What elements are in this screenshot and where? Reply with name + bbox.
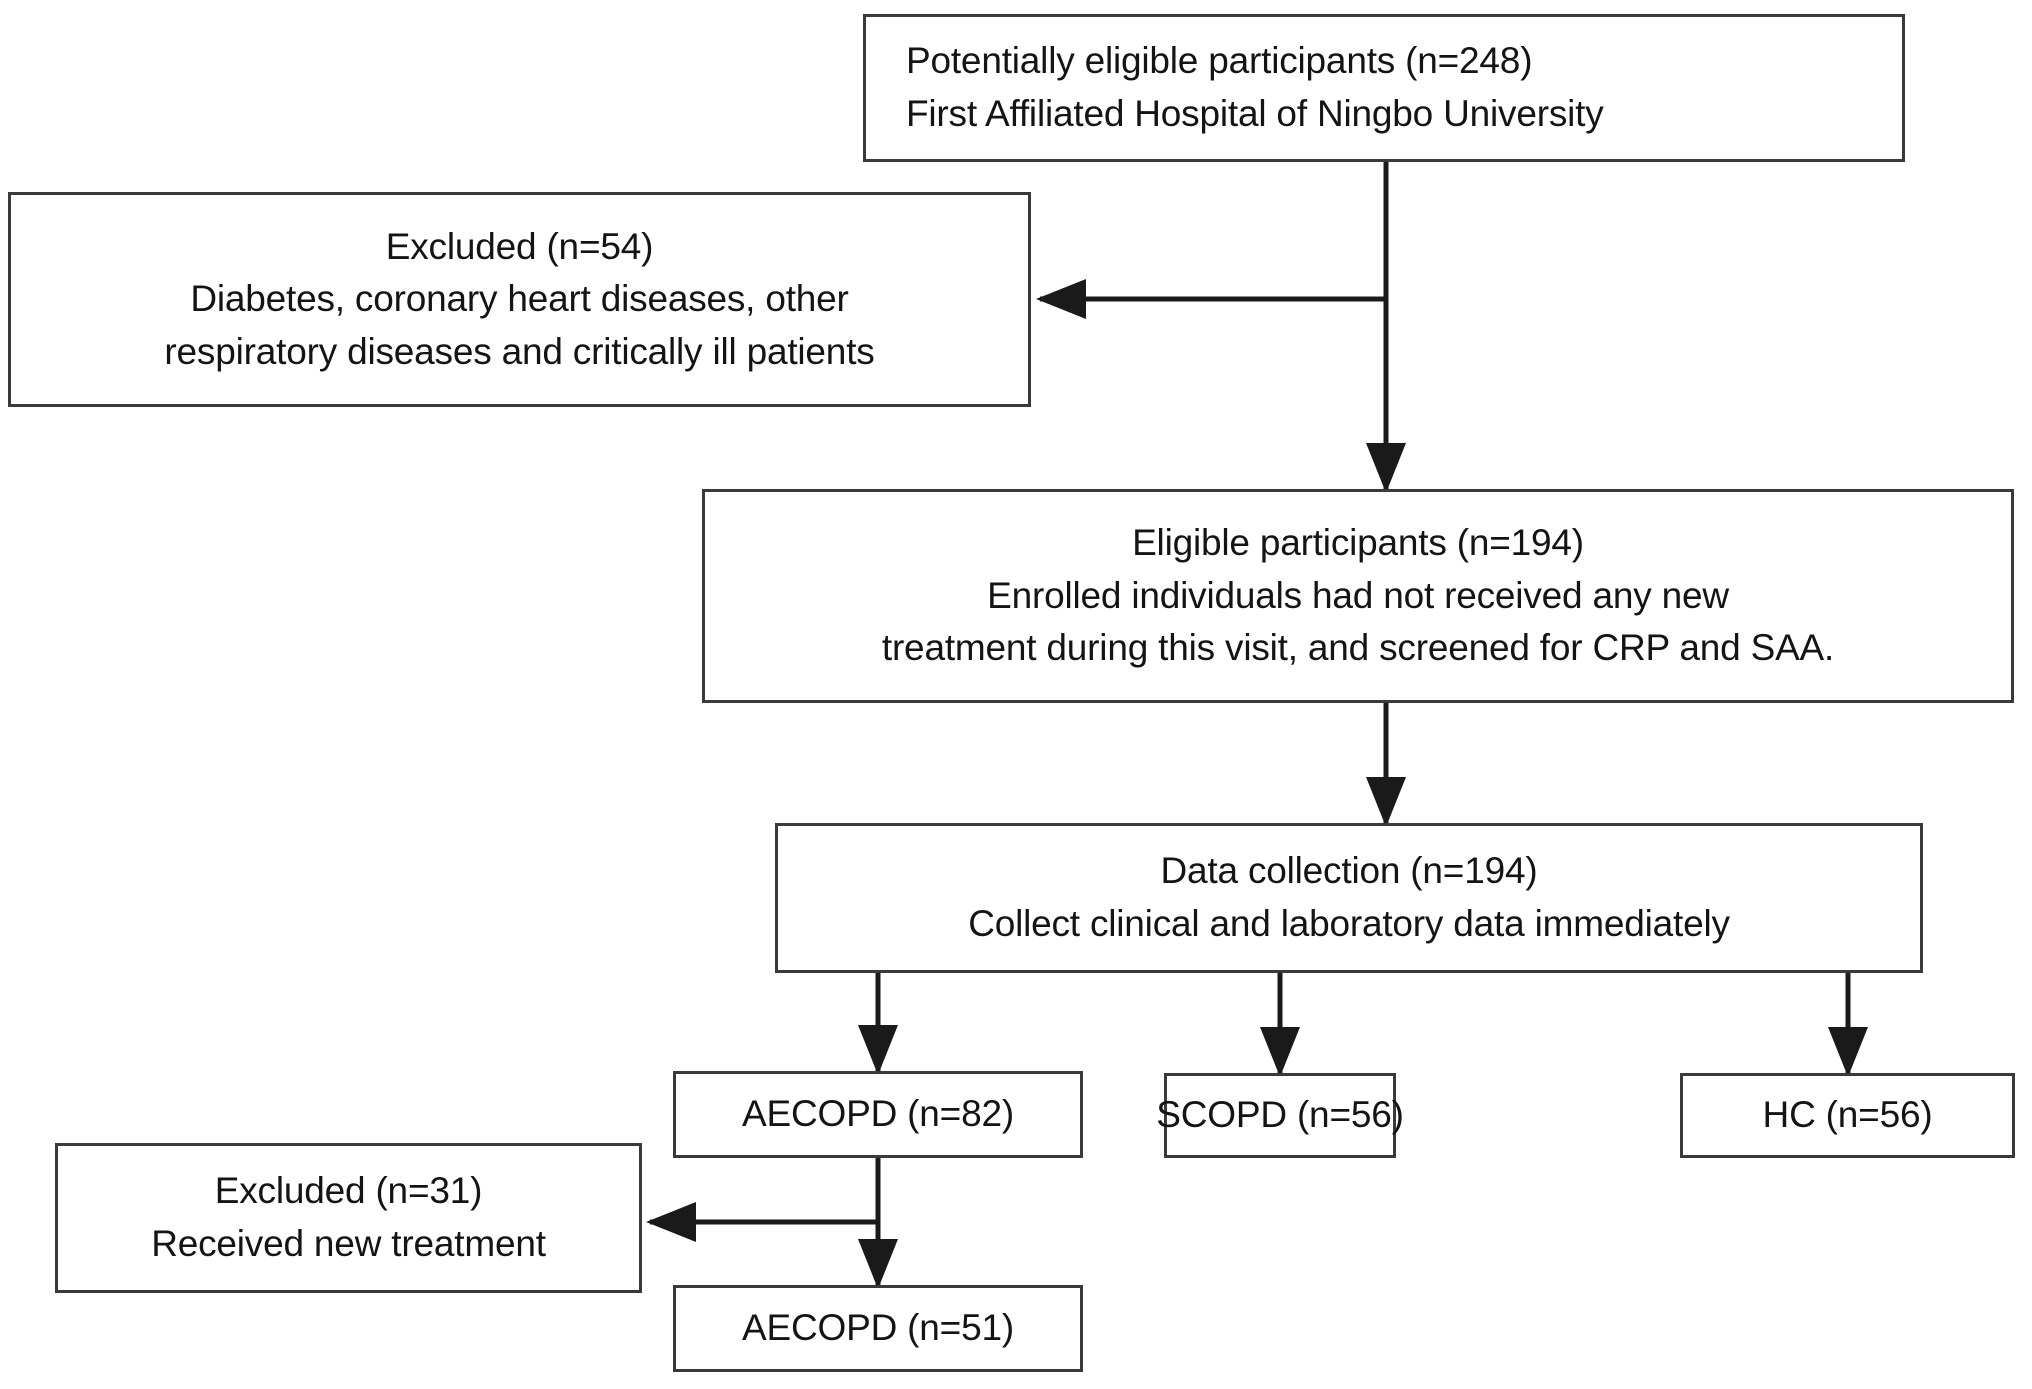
node-line: Eligible participants (n=194): [1132, 522, 1584, 564]
node-line: Data collection (n=194): [1160, 850, 1538, 892]
node-scopd-56: SCOPD (n=56): [1156, 1073, 1404, 1158]
node-aecopd-82: AECOPD (n=82): [673, 1071, 1083, 1158]
node-line: HC (n=56): [1762, 1094, 1933, 1136]
node-line: respiratory diseases and critically ill …: [164, 330, 875, 372]
node-line: Collect clinical and laboratory data imm…: [968, 903, 1730, 944]
node-eligible-194: Eligible participants (n=194) Enrolled i…: [702, 489, 2014, 703]
node-line: AECOPD (n=51): [742, 1307, 1014, 1349]
node-excluded-54: Excluded (n=54) Diabetes, coronary heart…: [8, 192, 1031, 407]
node-line: First Affiliated Hospital of Ningbo Univ…: [906, 93, 1604, 134]
node-line: AECOPD (n=82): [742, 1093, 1014, 1135]
node-line: Diabetes, coronary heart diseases, other: [190, 278, 849, 320]
node-data-collection-194: Data collection (n=194) Collect clinical…: [775, 823, 1923, 973]
node-line: Excluded (n=54): [385, 225, 654, 267]
node-line: treatment during this visit, and screene…: [881, 627, 1835, 669]
node-excluded-31: Excluded (n=31) Received new treatment: [55, 1143, 642, 1293]
node-line: Received new treatment: [151, 1223, 546, 1264]
node-hc-56: HC (n=56): [1680, 1073, 2015, 1158]
node-line: Excluded (n=31): [214, 1170, 483, 1212]
node-potentially-eligible: Potentially eligible participants (n=248…: [863, 14, 1905, 162]
node-line: Potentially eligible participants (n=248…: [906, 40, 1533, 82]
node-aecopd-51: AECOPD (n=51): [673, 1285, 1083, 1372]
node-line: Enrolled individuals had not received an…: [987, 574, 1729, 616]
node-line: SCOPD (n=56): [1156, 1094, 1404, 1136]
